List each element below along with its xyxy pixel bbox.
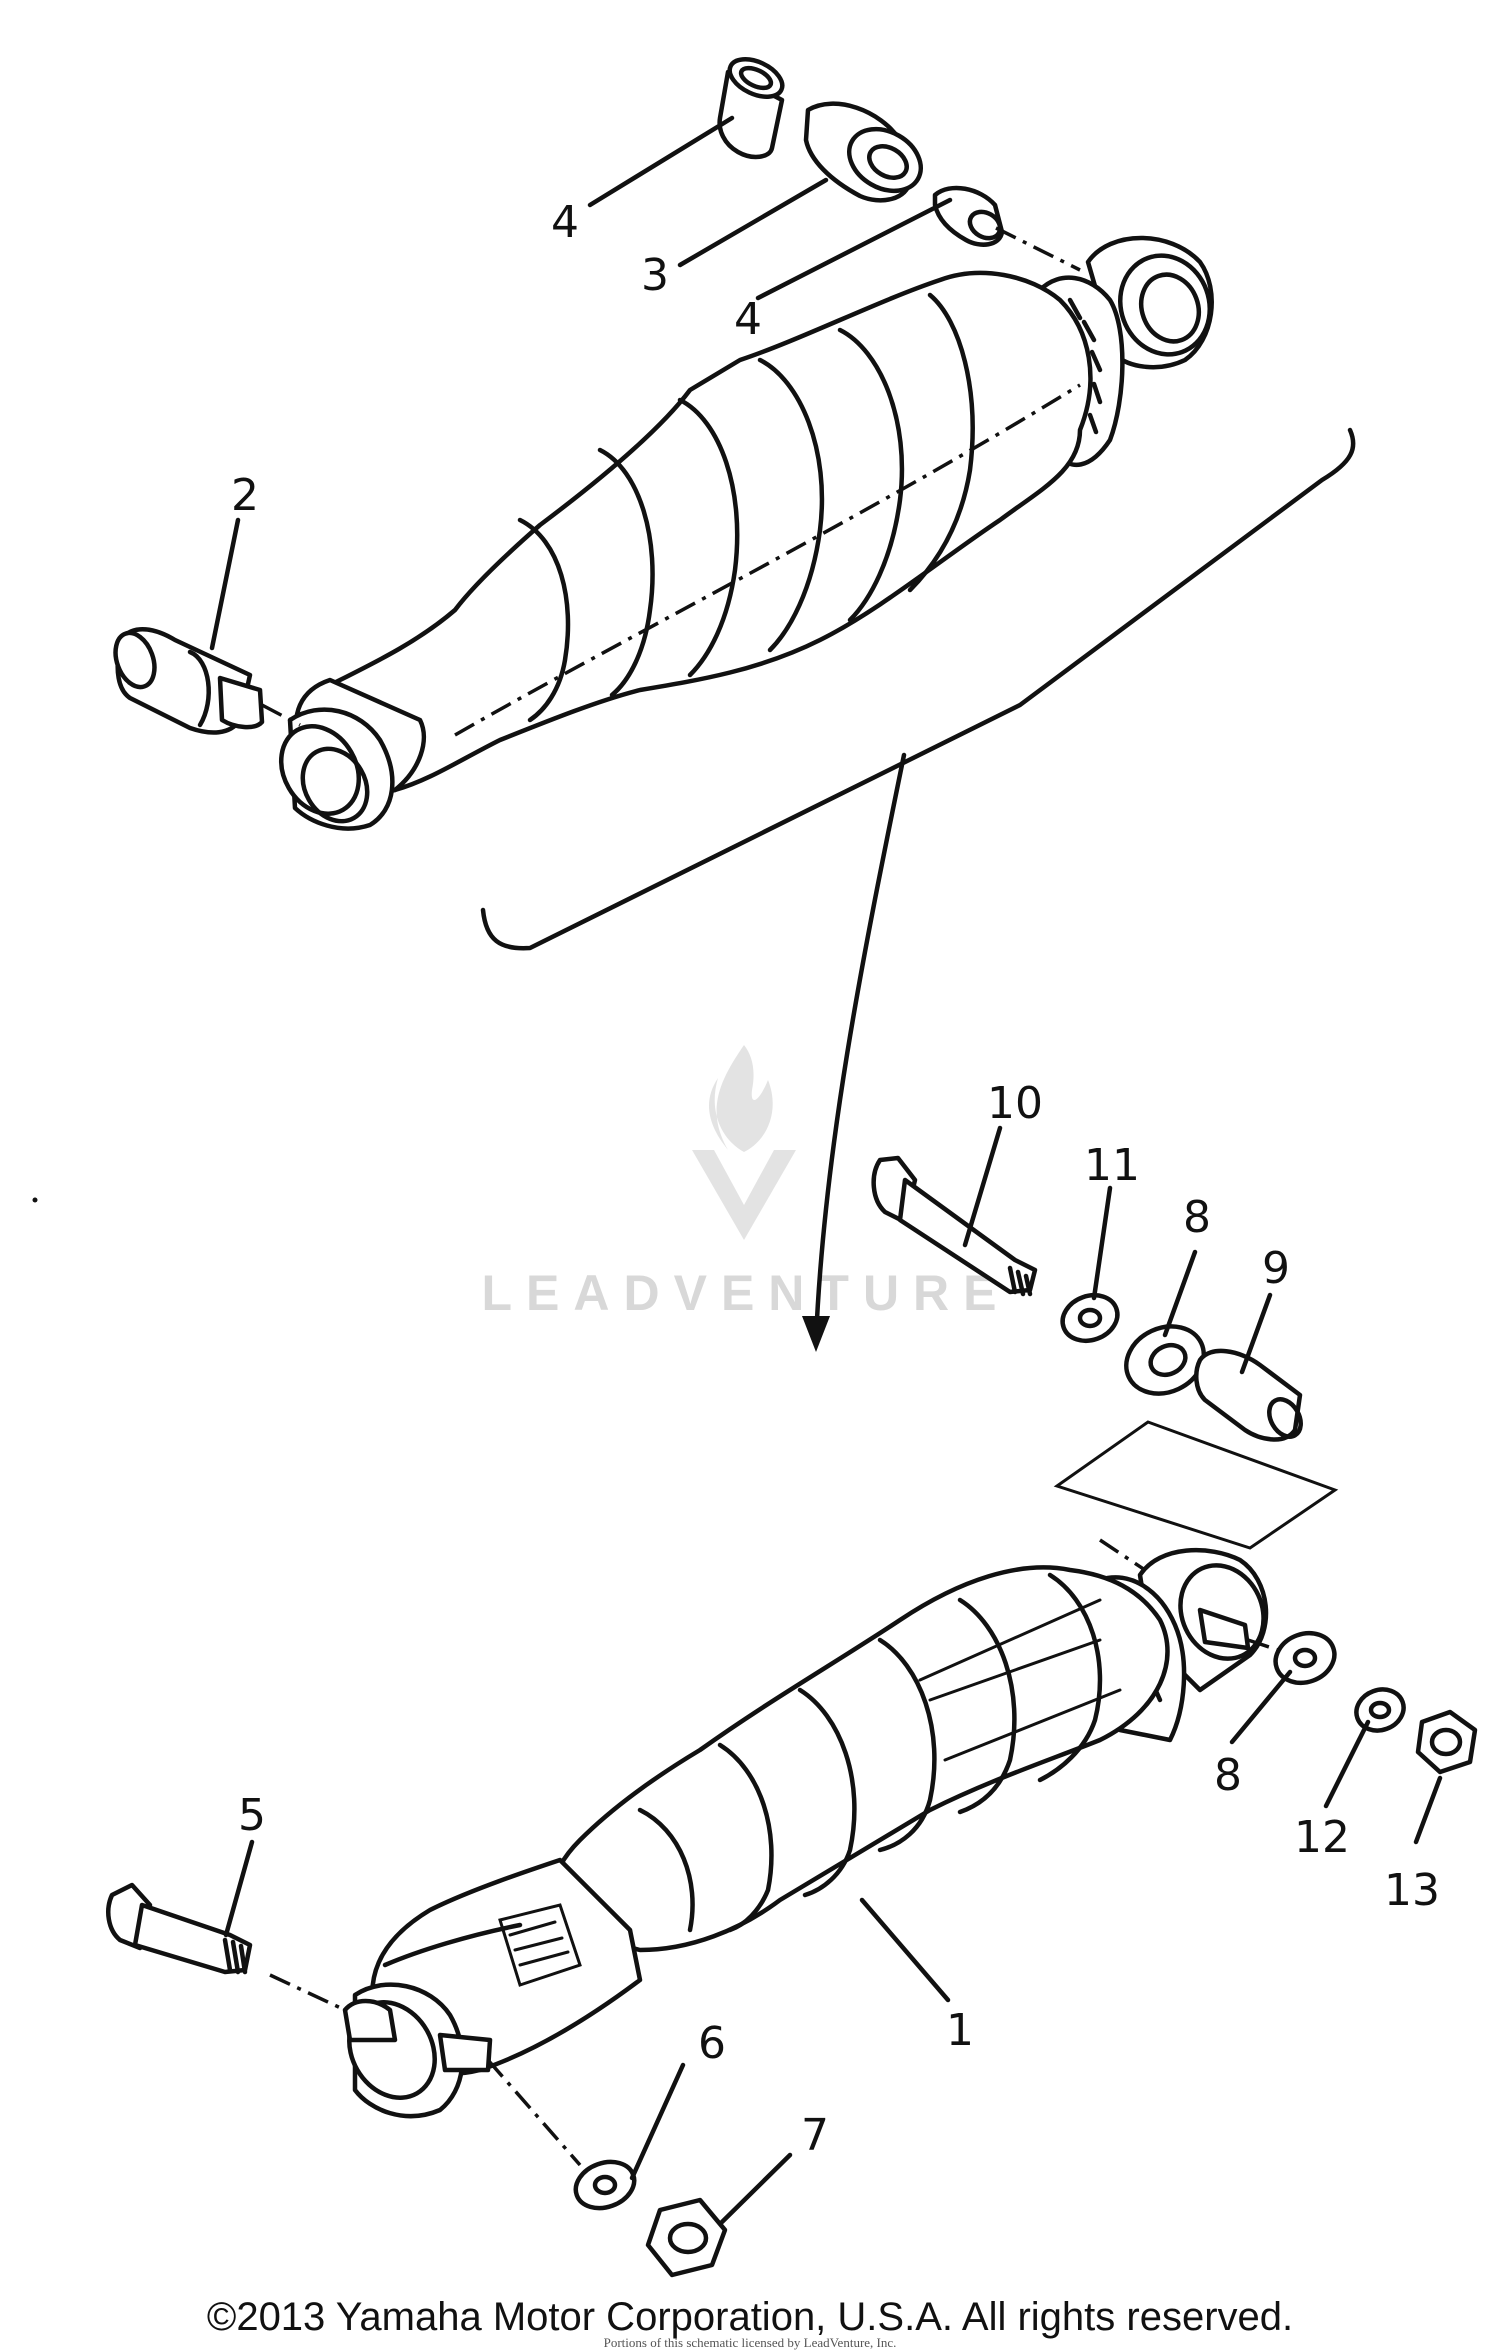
part-4-collar-top (717, 57, 785, 160)
label-part-4-top: 4 (551, 197, 579, 248)
label-part-12: 12 (1294, 1812, 1350, 1863)
upper-bottom-eye (279, 707, 395, 831)
copyright-notice: ©2013 Yamaha Motor Corporation, U.S.A. A… (206, 2295, 1294, 2339)
part-7-nut (645, 2197, 728, 2278)
part-11-washer (1060, 1292, 1120, 1344)
watermark-text: LEADVENTURE (481, 1265, 1010, 1321)
label-part-2: 2 (231, 470, 259, 521)
license-credit: Portions of this schematic licensed by L… (603, 2335, 897, 2350)
label-part-11: 11 (1084, 1140, 1140, 1191)
label-part-8-lower: 8 (1214, 1750, 1242, 1801)
watermark-logo: LEADVENTURE (481, 1045, 1010, 1321)
part-3-bushing (803, 101, 924, 203)
label-part-3: 3 (641, 250, 669, 301)
lower-shock-assembly (106, 1155, 1478, 2278)
label-part-13: 13 (1384, 1865, 1440, 1916)
label-part-7: 7 (801, 2110, 829, 2161)
label-part-8-upper: 8 (1183, 1192, 1211, 1243)
part-6-washer (573, 2159, 637, 2211)
stray-dot (32, 1197, 38, 1203)
label-part-6: 6 (698, 2018, 726, 2069)
label-part-1: 1 (946, 2005, 974, 2056)
callout-labels: 4 3 4 2 10 11 8 9 5 1 6 7 8 12 13 (231, 197, 1440, 2161)
label-part-5: 5 (238, 1790, 266, 1841)
part-4-collar-lower (932, 185, 1005, 247)
leader-lines (209, 115, 1443, 2225)
part-2-collar (113, 627, 265, 735)
upper-shock-assembly (113, 57, 1356, 1352)
part-5-bolt (106, 1882, 253, 1975)
part-13-nut (1415, 1709, 1478, 1775)
part-8-seal-upper (1124, 1324, 1206, 1396)
part-8-washer-lower (1273, 1630, 1337, 1686)
label-part-9: 9 (1262, 1243, 1290, 1294)
part-12-washer (1354, 1687, 1406, 1733)
label-part-10: 10 (987, 1078, 1043, 1129)
label-part-4-lower: 4 (734, 294, 762, 345)
lower-bottom-eye (342, 1982, 493, 2119)
part-9-sleeve (1194, 1348, 1303, 1442)
